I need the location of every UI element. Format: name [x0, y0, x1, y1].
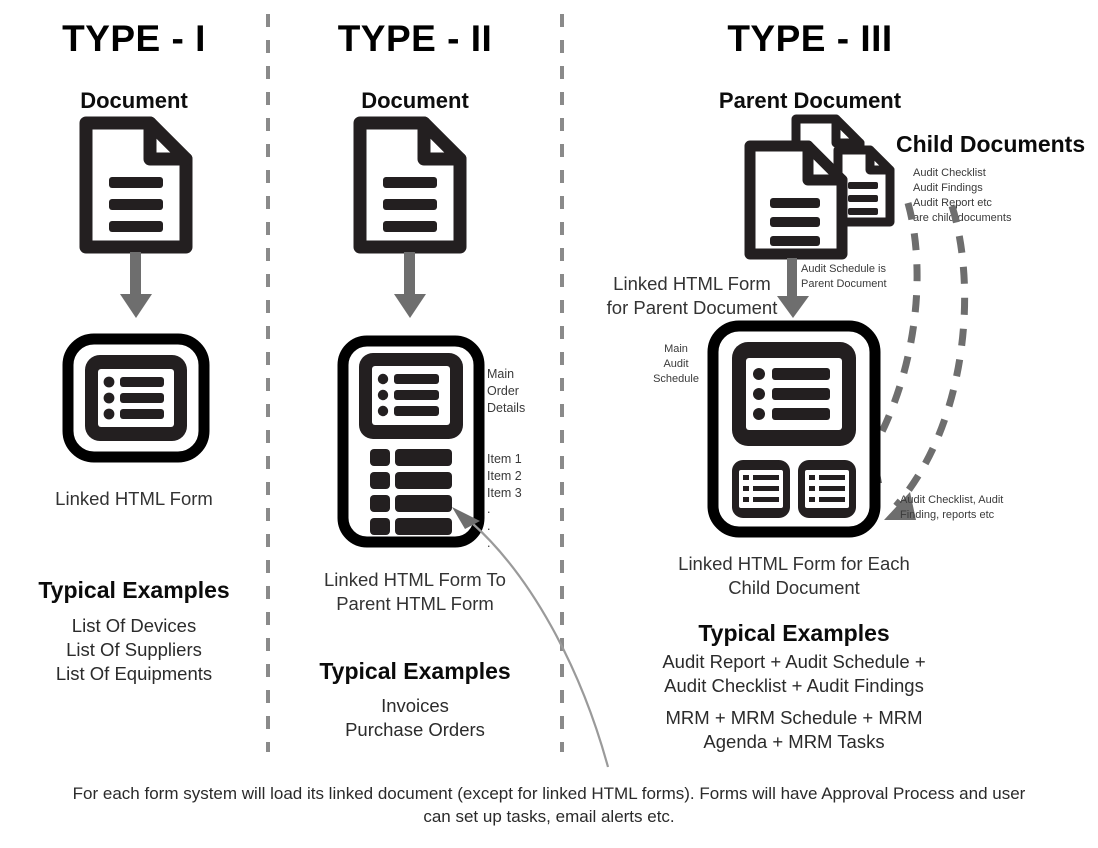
note-line: Main: [664, 343, 688, 355]
parent-form-icon: [707, 320, 881, 538]
note-line: Audit Checklist, Audit: [900, 494, 1004, 506]
note-line: Finding, reports etc: [900, 508, 995, 521]
type-2-main-note: Main Order Details: [487, 366, 525, 416]
type-2-title: TYPE - II: [337, 18, 493, 59]
type-3-examples-group-1: Audit Report + Audit Schedule + Audit Ch…: [600, 650, 988, 698]
note-line: Main: [487, 367, 515, 381]
parent-form-caption: Linked HTML Form for Parent Document: [604, 272, 780, 319]
footer-line: For each form system will load its linke…: [72, 784, 1026, 803]
caption-line: Linked HTML Form: [613, 273, 771, 294]
note-line: Audit Report etc: [913, 196, 992, 209]
child-form-caption: Linked HTML Form for Each Child Document: [620, 552, 968, 599]
form-icon: [62, 333, 210, 463]
note-line: Parent Document: [801, 277, 887, 290]
note-line: Audit: [663, 357, 689, 370]
list-item: Invoices: [381, 695, 449, 716]
note-line: Audit Findings: [913, 181, 983, 194]
type-1-document-label: Document: [80, 88, 188, 113]
type-2-items-note: Item 1 Item 2 Item 3 . . .: [487, 451, 522, 552]
arrow-down-icon: [120, 252, 152, 318]
footer-note: For each form system will load its linke…: [20, 783, 1078, 829]
note-line: .: [487, 535, 491, 550]
list-item: Audit Checklist + Audit Findings: [664, 675, 924, 697]
note-line: .: [487, 502, 491, 517]
note-line: Order: [487, 383, 519, 398]
note-line: Audit Checklist: [913, 167, 986, 179]
document-icon: [79, 116, 193, 254]
form-icon-with-items: [337, 335, 485, 548]
list-item: MRM + MRM Schedule + MRM: [665, 707, 923, 728]
document-icon: [353, 116, 467, 254]
type-1-examples-list: List Of Devices List Of Suppliers List O…: [0, 614, 268, 686]
note-line: Details: [487, 400, 526, 415]
type-2-document-label: Document: [361, 88, 469, 113]
type-1-form-caption: Linked HTML Form: [55, 488, 213, 509]
note-line: Item 1: [487, 452, 522, 466]
caption-line: for Parent Document: [606, 296, 778, 318]
list-item: List Of Suppliers: [66, 639, 202, 661]
list-item: List Of Devices: [71, 615, 197, 636]
type-1-examples-heading: Typical Examples: [38, 577, 230, 603]
note-line: are child documents: [913, 211, 1012, 224]
list-item: Audit Report + Audit Schedule +: [662, 651, 926, 672]
child-form-note: Audit Checklist, Audit Finding, reports …: [900, 493, 1003, 523]
main-audit-schedule-note: Main Audit Schedule: [650, 342, 702, 387]
caption-line: Linked HTML Form for Each: [678, 553, 910, 574]
list-item: Purchase Orders: [345, 719, 485, 741]
type-2-form-caption: Linked HTML Form To Parent HTML Form: [268, 568, 562, 615]
child-documents-heading: Child Documents: [896, 131, 1086, 157]
type-3-examples-group-2: MRM + MRM Schedule + MRM Agenda + MRM Ta…: [600, 706, 988, 754]
type-3-title: TYPE - III: [727, 18, 893, 59]
caption-line: Child Document: [728, 576, 860, 598]
list-item: Agenda + MRM Tasks: [703, 731, 885, 753]
note-line: Item 2: [487, 468, 522, 483]
type-2-examples-heading: Typical Examples: [319, 658, 511, 684]
caption-line: Linked HTML Form To: [324, 569, 506, 590]
note-line: Schedule: [653, 372, 699, 385]
type-3-examples-heading: Typical Examples: [698, 620, 890, 646]
child-documents-note: Audit Checklist Audit Findings Audit Rep…: [913, 166, 1011, 226]
arrow-down-icon: [777, 258, 809, 318]
footer-line: can set up tasks, email alerts etc.: [423, 806, 675, 826]
type-1-title: TYPE - I: [62, 18, 206, 59]
arrow-down-icon: [394, 252, 426, 318]
note-line: Audit Schedule is: [801, 263, 886, 275]
type-3-document-label: Parent Document: [718, 88, 902, 113]
footer-connector-line: [471, 522, 610, 768]
note-line: Item 3: [487, 485, 522, 500]
document-stack-icon: [744, 114, 895, 260]
type-2-examples-list: Invoices Purchase Orders: [268, 694, 562, 742]
connector-arrowhead-icon: [452, 507, 480, 529]
note-line: .: [487, 519, 491, 533]
parent-document-note: Audit Schedule is Parent Document: [801, 262, 887, 292]
list-item: List Of Equipments: [55, 663, 213, 685]
dashed-arrow-icon: [884, 204, 969, 520]
caption-line: Parent HTML Form: [336, 592, 494, 614]
